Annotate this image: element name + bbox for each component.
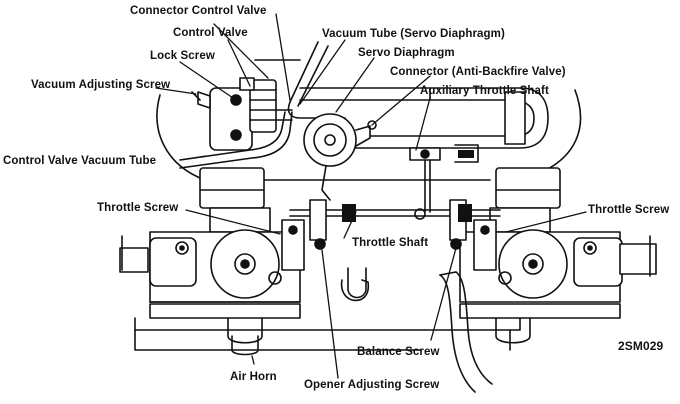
label-air-horn: Air Horn bbox=[230, 371, 277, 383]
label-control-valve: Control Valve bbox=[173, 27, 248, 39]
control-valve-assembly bbox=[191, 77, 293, 151]
label-auxiliary-throttle-shaft: Auxiliary Throttle Shaft bbox=[420, 85, 549, 97]
label-lock-screw: Lock Screw bbox=[150, 50, 215, 62]
label-opener-adjusting-screw: Opener Adjusting Screw bbox=[304, 379, 440, 391]
label-vacuum-tube-servo: Vacuum Tube (Servo Diaphragm) bbox=[322, 28, 505, 40]
label-servo-diaphragm: Servo Diaphragm bbox=[358, 47, 455, 59]
intake-manifold bbox=[299, 87, 549, 149]
label-throttle-shaft: Throttle Shaft bbox=[352, 237, 429, 249]
auxiliary-linkage bbox=[409, 144, 479, 213]
label-vacuum-adjusting-screw: Vacuum Adjusting Screw bbox=[31, 79, 171, 91]
throttle-shaft bbox=[289, 199, 501, 250]
center-pipe bbox=[340, 267, 370, 302]
manifold-base bbox=[134, 317, 521, 351]
label-connector-anti-backfire: Connector (Anti-Backfire Valve) bbox=[390, 66, 566, 78]
label-throttle-screw-left: Throttle Screw bbox=[97, 202, 179, 214]
label-throttle-screw-right: Throttle Screw bbox=[588, 204, 670, 216]
leader-lines bbox=[155, 13, 587, 379]
servo-diaphragm bbox=[303, 113, 377, 201]
figure-code: 2SM029 bbox=[618, 339, 664, 353]
vacuum-tube-servo bbox=[287, 41, 346, 119]
right-carburetor bbox=[459, 167, 657, 319]
label-control-valve-vacuum-tube: Control Valve Vacuum Tube bbox=[3, 155, 157, 167]
control-valve-vacuum-tube bbox=[179, 111, 293, 169]
label-connector-control-valve: Connector Control Valve bbox=[130, 5, 267, 17]
left-carburetor bbox=[119, 167, 305, 319]
label-balance-screw: Balance Screw bbox=[357, 346, 440, 358]
air-horns bbox=[227, 317, 531, 356]
